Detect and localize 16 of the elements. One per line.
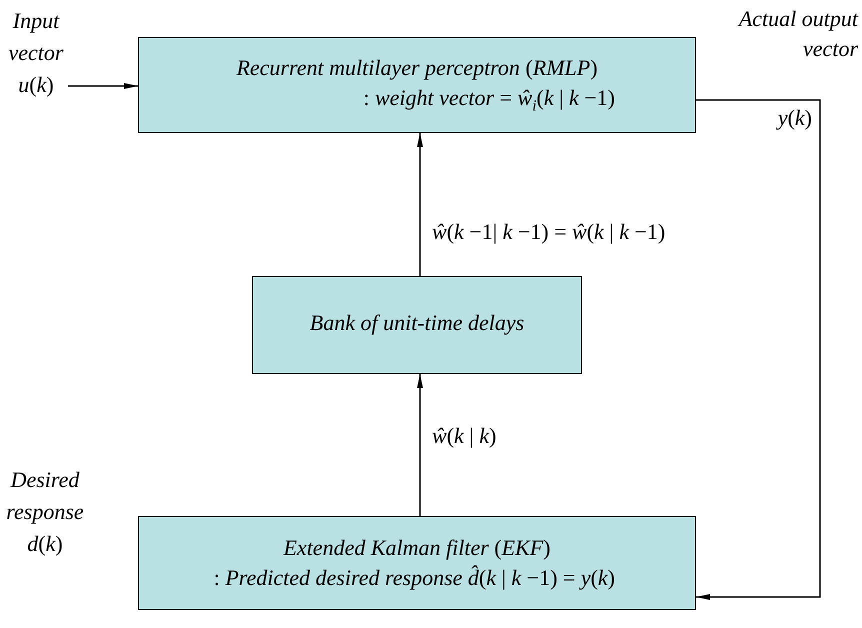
process-box	[252, 276, 582, 374]
box-title: Bank of unit-time delays	[310, 310, 524, 336]
box-subtitle: : Predicted desired response d̂(k | k −1) = y(k)	[214, 565, 615, 591]
process-box	[138, 37, 696, 133]
box-title: Recurrent multilayer perceptron (RMLP)	[236, 54, 598, 81]
output-label: Actual output vector	[736, 5, 858, 63]
output-label: y(k)	[775, 104, 812, 132]
arrow	[417, 374, 423, 516]
box-subtitle: : weight vector = ŵ$_{i}$(k | k −1)	[363, 84, 615, 116]
arrow	[417, 133, 423, 276]
arrow	[68, 83, 138, 89]
process-box	[138, 516, 696, 610]
input-label: Input vector u(k)	[6, 5, 66, 101]
box-title: Extended Kalman filter (EKF)	[283, 535, 550, 561]
input-label: Desired response d(k)	[4, 464, 86, 576]
arrow	[696, 99, 821, 600]
